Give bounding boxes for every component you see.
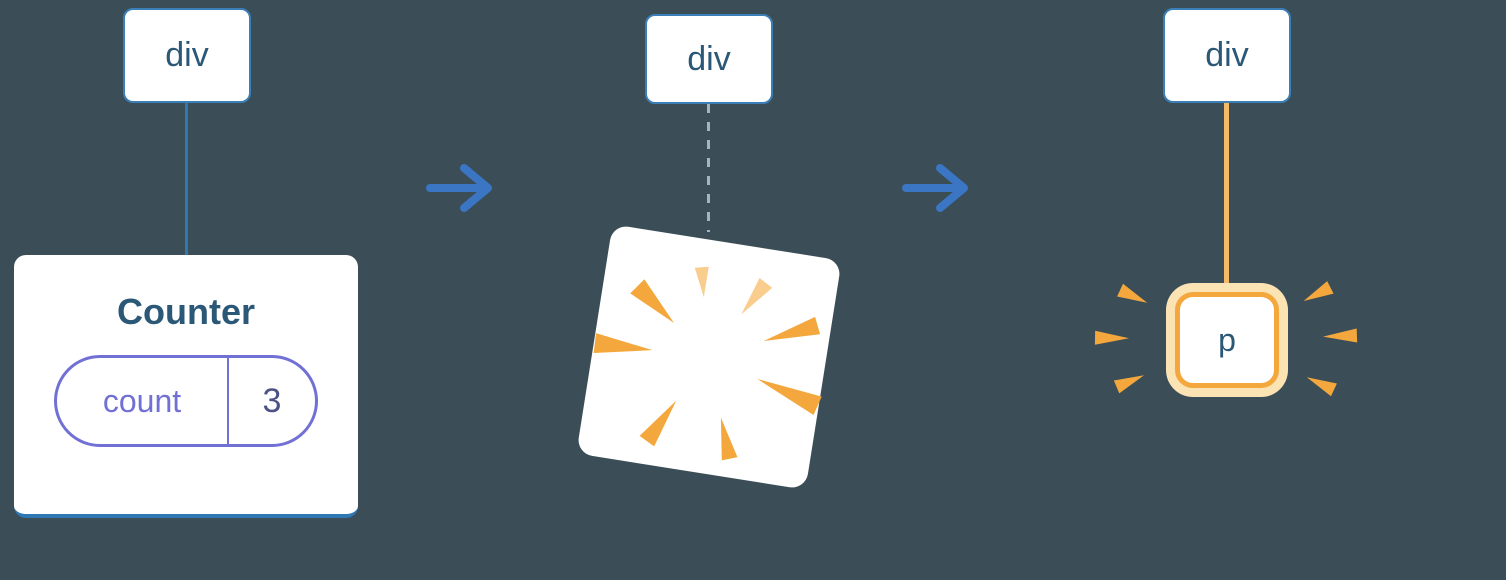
burst-ray: [1117, 283, 1148, 303]
burst-ray: [763, 316, 821, 342]
poof-burst-icon: [593, 266, 822, 461]
arrow-head: [936, 164, 968, 212]
burst-ray: [1303, 281, 1334, 301]
arrow-right-icon: [426, 164, 492, 212]
stage1-div-label: div: [165, 36, 209, 74]
burst-ray: [741, 278, 773, 315]
counter-card: Counter count 3: [14, 255, 358, 518]
arrow-head: [460, 164, 492, 212]
stage3-connector-line: [1224, 103, 1229, 295]
counter-title: Counter: [117, 291, 255, 332]
stage1-connector-line: [185, 103, 188, 259]
burst-ray: [720, 417, 738, 461]
p-node: p: [1175, 292, 1279, 388]
stage3-div-node: div: [1163, 8, 1291, 103]
burst-ray: [639, 400, 677, 447]
stage3-div-label: div: [1205, 36, 1249, 74]
burst-ray: [593, 333, 653, 354]
stage2-div-label: div: [687, 39, 731, 78]
burst-ray: [630, 279, 675, 324]
p-node-label: p: [1218, 321, 1236, 358]
state-key-label: count: [57, 358, 229, 444]
burst-ray: [1113, 375, 1145, 394]
burst-ray: [694, 266, 709, 298]
arrow-right-icon: [902, 164, 968, 212]
stage2-div-node: div: [645, 14, 773, 104]
burst-ray: [1306, 377, 1337, 397]
burst-ray: [1322, 328, 1358, 343]
highlight-burst-icon: [1094, 281, 1358, 397]
burst-ray: [1094, 330, 1130, 345]
stage2-dashed-connector-line: [707, 104, 710, 232]
state-pill: count 3: [54, 355, 318, 447]
stage1-div-node: div: [123, 8, 251, 103]
state-value: 3: [262, 381, 282, 420]
burst-ray: [757, 378, 822, 415]
